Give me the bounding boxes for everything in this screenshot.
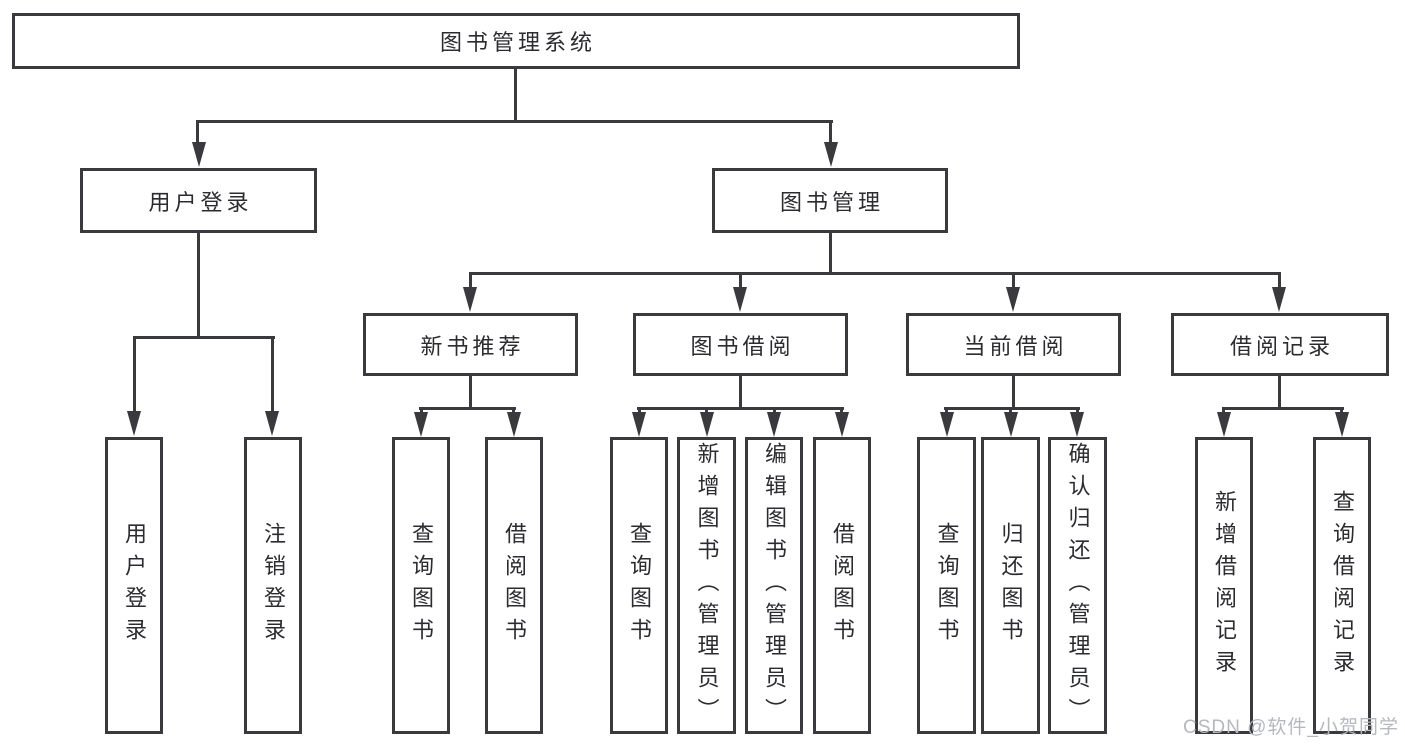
leaf-label: 用户登录 <box>122 521 147 650</box>
arrow-down-icon <box>265 411 279 436</box>
connector-drop-user-login <box>196 120 199 146</box>
arrow-down-icon <box>127 411 141 436</box>
connector-group-stem <box>1012 376 1015 410</box>
leaf-user-login: 用户登录 <box>105 437 163 734</box>
connector-drop-level3 <box>469 272 472 290</box>
leaf-label: 借阅图书 <box>830 521 855 650</box>
arrow-down-icon <box>1272 287 1286 312</box>
leaf-query-books-recommend: 查询图书 <box>392 437 450 734</box>
leaf-return-books: 归还图书 <box>981 437 1040 734</box>
leaf-label: 注销登录 <box>261 521 286 650</box>
arrow-down-icon <box>1006 287 1020 312</box>
node-borrow-records: 借阅记录 <box>1171 313 1389 376</box>
leaf-query-books-current: 查询图书 <box>917 437 976 734</box>
leaf-label: 新增图书（管理员） <box>694 441 720 730</box>
connector-drop-leaf <box>271 336 274 414</box>
arrow-down-icon <box>1217 412 1231 437</box>
csdn-watermark: CSDN @软件_小贺同学 <box>1183 717 1399 738</box>
leaf-add-book-admin: 新增图书（管理员） <box>677 437 736 734</box>
arrow-down-icon <box>192 142 206 167</box>
connector-group-stem <box>469 376 472 410</box>
leaf-label: 查询图书 <box>934 521 960 650</box>
node-current-borrow: 当前借阅 <box>906 313 1121 376</box>
leaf-logout: 注销登录 <box>244 437 302 734</box>
connector-drop-level3 <box>739 272 742 290</box>
arrow-down-icon <box>1335 412 1349 437</box>
leaf-borrow-books: 借阅图书 <box>813 437 871 734</box>
leaf-label: 查询图书 <box>627 521 652 650</box>
arrow-down-icon <box>632 412 646 437</box>
leaf-label: 查询图书 <box>409 521 434 650</box>
arrow-down-icon <box>463 287 477 312</box>
leaf-add-borrow-record: 新增借阅记录 <box>1195 437 1253 734</box>
connector-drop-level3 <box>1278 272 1281 290</box>
connector-book-management-stem <box>829 233 832 275</box>
connector-group-bar <box>419 407 516 410</box>
leaf-label: 归还图书 <box>998 521 1024 650</box>
arrow-down-icon <box>1070 412 1084 437</box>
arrow-down-icon <box>940 412 954 437</box>
node-new-book-recommend: 新书推荐 <box>363 313 578 376</box>
connector-drop-leaf <box>133 336 136 414</box>
arrow-down-icon <box>733 287 747 312</box>
leaf-label: 确认归还（管理员） <box>1065 441 1091 730</box>
node-user-login: 用户登录 <box>80 168 317 233</box>
arrow-down-icon <box>507 412 521 437</box>
leaf-confirm-return-admin: 确认归还（管理员） <box>1048 437 1107 734</box>
connector-group-bar <box>1222 407 1344 410</box>
leaf-edit-book-admin: 编辑图书（管理员） <box>745 437 803 734</box>
arrow-down-icon <box>767 412 781 437</box>
arrow-down-icon <box>700 412 714 437</box>
arrow-down-icon <box>414 412 428 437</box>
connector-drop-level3 <box>1012 272 1015 290</box>
leaf-label: 查询借阅记录 <box>1330 489 1355 682</box>
connector-level3-bar <box>469 272 1281 275</box>
node-book-management: 图书管理 <box>712 168 948 233</box>
connector-group-bar <box>944 407 1080 410</box>
leaf-borrow-books-recommend: 借阅图书 <box>485 437 543 734</box>
leaf-label: 借阅图书 <box>502 521 527 650</box>
node-library-management-system: 图书管理系统 <box>12 13 1020 69</box>
connector-root-stem <box>514 69 517 123</box>
leaf-query-books-borrow: 查询图书 <box>610 437 668 734</box>
connector-group-bar <box>637 407 844 410</box>
connector-level1-bar <box>196 120 833 123</box>
leaf-label: 新增借阅记录 <box>1212 489 1237 682</box>
arrow-down-icon <box>824 142 838 167</box>
connector-user-login-stem <box>197 233 200 338</box>
leaf-query-borrow-record: 查询借阅记录 <box>1313 437 1371 734</box>
connector-user-login-bar <box>133 336 275 339</box>
node-book-borrow: 图书借阅 <box>633 313 848 376</box>
arrow-down-icon <box>1004 412 1018 437</box>
connector-drop-book-management <box>829 120 832 146</box>
arrow-down-icon <box>835 412 849 437</box>
leaf-label: 编辑图书（管理员） <box>762 441 787 730</box>
connector-group-stem <box>1278 376 1281 410</box>
connector-group-stem <box>739 376 742 410</box>
